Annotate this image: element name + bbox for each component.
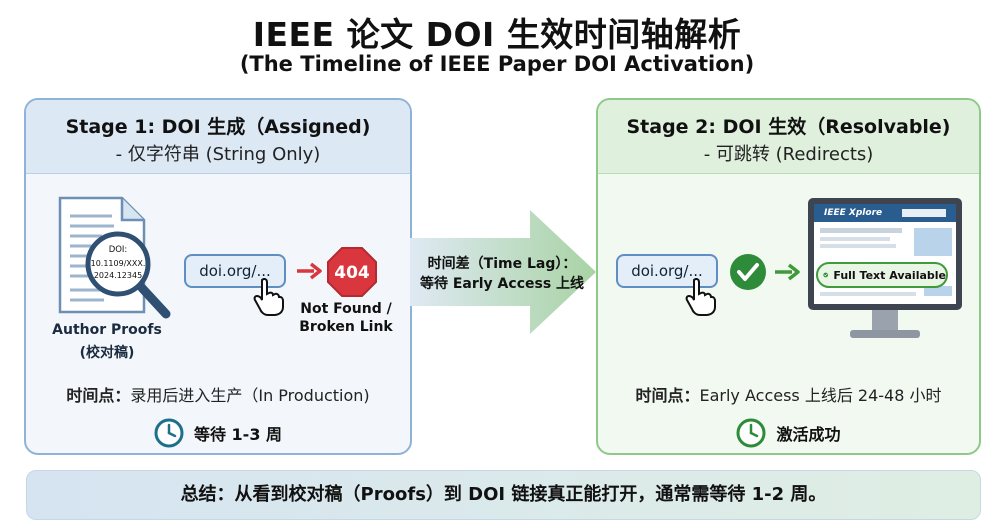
error-text-line1: Not Found / (300, 301, 392, 317)
arrow-right-icon (297, 262, 322, 280)
full-text-available-badge: Full Text Available (816, 262, 948, 288)
full-text-label: Full Text Available (833, 268, 946, 282)
stage1-title: Stage 1: DOI 生成（Assigned) (65, 116, 371, 138)
check-circle-icon (730, 254, 766, 290)
doi-url-pill-stage1[interactable]: doi.org/... (184, 254, 286, 288)
arrow-right-icon (775, 263, 800, 281)
stage1-wait-text: 等待 1-3 周 (193, 425, 283, 444)
doc-doi-line2: 2024.12345 (94, 271, 142, 280)
error-text-line2: Broken Link (299, 319, 393, 335)
doc-caption: Author Proofs (52, 322, 162, 338)
stage2-subtitle: - 可跳转 (Redirects) (703, 144, 874, 165)
magnifier-icon (85, 231, 171, 319)
pointer-hand-icon (253, 278, 284, 316)
stage2-title: Stage 2: DOI 生效（Resolvable) (626, 116, 951, 138)
document-icon: DOI: 10.1109/XXX. 2024.12345 (52, 194, 172, 322)
pointer-hand-icon (685, 278, 716, 316)
stage2-panel: Stage 2: DOI 生效（Resolvable) - 可跳转 (Redir… (596, 98, 981, 455)
stage2-status-row: 激活成功 (598, 416, 979, 450)
check-circle-icon (823, 272, 829, 278)
page-title: IEEE 论文 DOI 生效时间轴解析 (252, 15, 742, 54)
stop-sign-icon: 404 (327, 247, 377, 297)
doc-doi-label: DOI: (109, 245, 128, 255)
error-text: Not Found / Broken Link (296, 300, 396, 336)
time-lag-line2: 等待 Early Access 上线 (419, 276, 585, 292)
stage1-header: Stage 1: DOI 生成（Assigned) - 仅字符串 (String… (26, 100, 410, 174)
stage1-subtitle: - 仅字符串 (String Only) (115, 144, 321, 165)
stage1-time-value: 录用后进入生产（In Production) (130, 386, 370, 405)
stage2-time-label: 时间点： (635, 386, 700, 405)
stage2-status-text: 激活成功 (776, 425, 841, 444)
stage2-header: Stage 2: DOI 生效（Resolvable) - 可跳转 (Redir… (598, 100, 979, 174)
clock-icon (154, 418, 184, 448)
stage1-time-row: 时间点：录用后进入生产（In Production) (26, 382, 410, 406)
doi-url-pill-stage2[interactable]: doi.org/... (616, 254, 718, 288)
time-lag-line1: 时间差（Time Lag）： (427, 256, 577, 272)
ieee-xplore-logo: IEEE Xplore (824, 208, 883, 218)
stage2-time-row: 时间点：Early Access 上线后 24-48 小时 (598, 382, 979, 406)
stage1-panel: Stage 1: DOI 生成（Assigned) - 仅字符串 (String… (24, 98, 412, 455)
time-lag-arrow (410, 210, 596, 334)
clock-icon (736, 418, 766, 448)
error-code: 404 (334, 263, 370, 283)
doc-doi-line1: 10.1109/XXX. (91, 259, 146, 268)
stage1-wait-row: 等待 1-3 周 (26, 416, 410, 450)
doc-caption-zh: (校对稿) (79, 345, 135, 361)
stage1-time-label: 时间点： (66, 386, 131, 405)
stage2-time-value: Early Access 上线后 24-48 小时 (699, 386, 942, 405)
summary-banner: 总结：从看到校对稿（Proofs）到 DOI 链接真正能打开，通常需等待 1-2… (26, 470, 981, 520)
page-subtitle: (The Timeline of IEEE Paper DOI Activati… (239, 52, 755, 76)
